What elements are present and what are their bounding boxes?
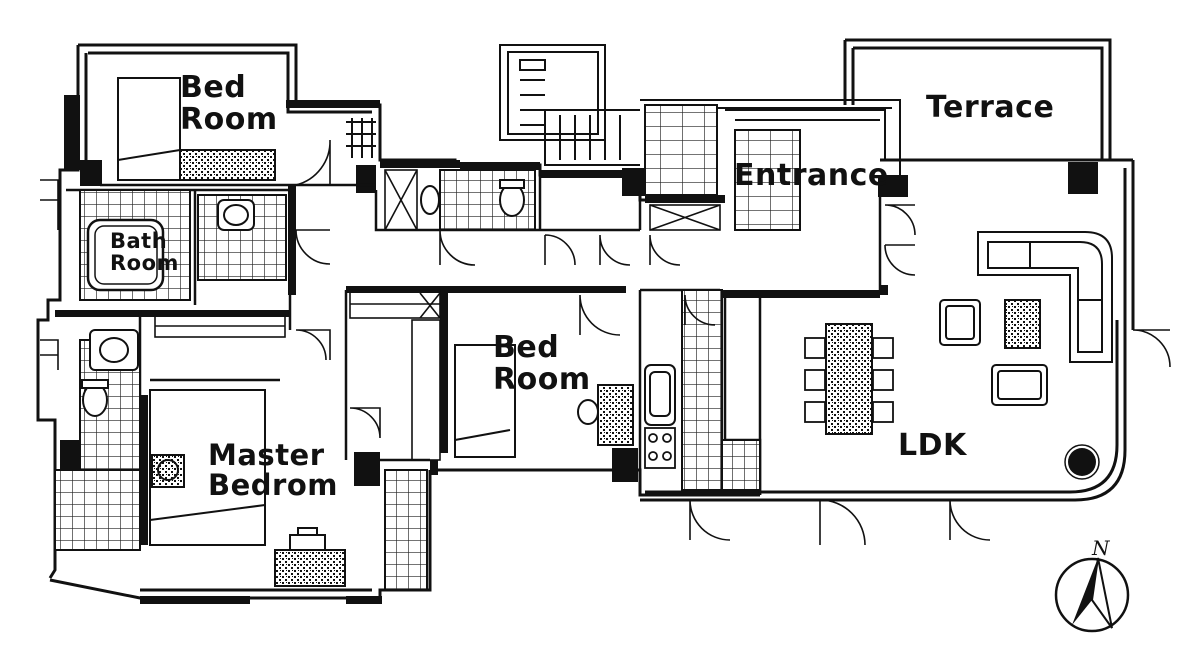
bathtub-icon [86,218,165,292]
closet-hatch [346,118,376,158]
closet-icon [154,169,721,461]
structural-columns [55,95,1098,604]
entrance-label: Entrance [734,158,889,193]
lamp-icon [157,459,326,550]
coffee-table [1004,299,1041,349]
bed-room-1-label: Bed Room [180,70,278,137]
master-bedroom-label: Master Bedrom [208,438,338,503]
terrace-label: Terrace [926,90,1055,125]
terrace-outline [843,38,1112,160]
entrance-tiles [644,104,718,196]
stairs-icon [499,44,640,166]
closet-tiles [384,469,428,591]
compass-icon [1054,557,1130,633]
kitchen-tiles [681,289,723,491]
dining-table-icon [804,323,894,435]
bed-room-2-label: Bed Room [493,330,591,397]
plant-icon [1064,444,1100,480]
sink-icon [89,199,676,426]
bath-room-label: Bath Room [110,229,179,276]
genkan-tiles [734,129,801,231]
kitchen-tiles-2 [721,439,761,491]
sofa-icon [939,231,1113,406]
toilet-icon [81,179,599,425]
entrance-hall [640,99,901,185]
compass-north-label: N [1091,536,1111,560]
south-west-tiles [54,469,141,551]
stove-icon [644,427,676,469]
door-swing-icon [40,139,1171,546]
ldk-label: LDK [898,428,967,463]
